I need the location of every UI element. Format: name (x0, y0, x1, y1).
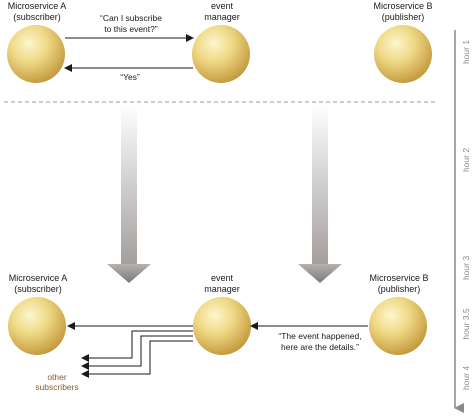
top-microservice-b-role: (publisher) (382, 12, 425, 22)
timeline-label-hour-4: hour 4 (461, 366, 471, 390)
publish-event-text-2: here are the details.” (281, 342, 359, 352)
bottom-microservice-b-sphere (369, 297, 427, 355)
bottom-microservice-a-sphere (8, 297, 66, 355)
bottom-microservice-b-role: (publisher) (378, 284, 421, 294)
bottom-microservice-a: Microservice A (subscriber) (8, 273, 67, 355)
other-subscribers-label: other subscribers (35, 372, 78, 392)
bottom-microservice-a-label: Microservice A (9, 273, 68, 283)
top-microservice-a-label: Microservice A (8, 1, 67, 11)
top-microservice-b: Microservice B (publisher) (373, 1, 433, 83)
notify-other-subscriber-arrow-1 (81, 330, 193, 362)
timeline-label-hour-3-5: hour 3.5 (461, 308, 471, 339)
notify-other-subscriber-arrow-3 (81, 340, 193, 378)
top-event-manager-label-2: manager (204, 12, 240, 22)
top-event-manager: event manager (192, 1, 250, 83)
bottom-event-manager-label-1: event (211, 273, 234, 283)
subscribe-reply-text: “Yes” (120, 72, 140, 82)
bottom-microservice-b: Microservice B (publisher) (369, 273, 429, 355)
top-microservice-a-sphere (7, 25, 65, 83)
top-microservice-a-role: (subscriber) (13, 12, 61, 22)
bottom-event-manager: event manager (193, 273, 251, 355)
other-subscribers-text-1: other (47, 372, 67, 382)
timeline: hour 1 hour 2 hour 3 hour 3.5 hour 4 (454, 30, 471, 413)
transition-arrow-left-shaft (121, 104, 137, 264)
subscribe-request: “Can I subscribe to this event?” (65, 13, 194, 42)
notify-other-subscriber-arrow-2 (81, 335, 193, 370)
top-microservice-a: Microservice A (subscriber) (7, 1, 66, 83)
transition-arrow-left (107, 104, 151, 283)
subscribe-request-text-2: to this event?” (104, 24, 158, 34)
bottom-microservice-a-role: (subscriber) (14, 284, 62, 294)
other-subscribers-text-2: subscribers (35, 382, 78, 392)
subscribe-reply: “Yes” (64, 64, 193, 82)
bottom-event-manager-label-2: manager (204, 284, 240, 294)
transition-arrow-right-shaft (312, 104, 328, 264)
timeline-label-hour-3: hour 3 (461, 256, 471, 280)
subscribe-request-text-1: “Can I subscribe (100, 13, 162, 23)
top-microservice-b-sphere (374, 25, 432, 83)
top-event-manager-sphere (192, 25, 250, 83)
top-event-manager-label-1: event (211, 1, 234, 11)
bottom-event-manager-sphere (193, 297, 251, 355)
timeline-label-hour-1: hour 1 (461, 40, 471, 64)
transition-arrow-right-head (298, 264, 342, 283)
top-microservice-b-label: Microservice B (373, 1, 432, 11)
publish-event-text-1: “The event happened, (278, 331, 361, 341)
notify-arrows (67, 322, 193, 378)
transition-arrow-left-head (107, 264, 151, 283)
transition-arrow-right (298, 104, 342, 283)
bottom-microservice-b-label: Microservice B (369, 273, 428, 283)
publish-event: “The event happened, here are the detail… (250, 322, 368, 352)
timeline-label-hour-2: hour 2 (461, 148, 471, 172)
